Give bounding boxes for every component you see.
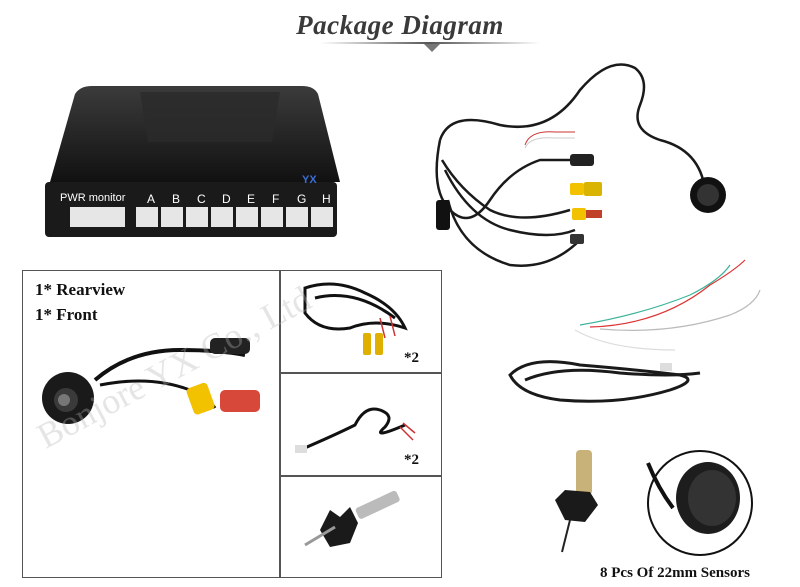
rca-cable-illustration (303, 282, 408, 355)
title-divider-arrow (424, 44, 440, 52)
sensor-closeup (646, 450, 753, 556)
title-divider (320, 42, 540, 44)
extension-cable-illustration (295, 407, 416, 453)
drill-bit-panel (280, 476, 442, 578)
camera-panel (22, 270, 280, 578)
port-d: D (222, 192, 231, 206)
sensor-extension-cables (508, 259, 761, 403)
drill-bit-illustration (304, 490, 400, 547)
port-a: A (147, 192, 156, 206)
sensor-caption: 8 Pcs Of 22mm Sensors (600, 565, 750, 581)
port-h: H (322, 192, 331, 206)
controller-logo: YX (302, 174, 317, 186)
port-b: B (172, 192, 181, 206)
camera-panel-rearview-label: 1* Rearview (35, 280, 126, 299)
camera-panel-front-label: 1* Front (35, 305, 98, 324)
controller-panel-label: PWR monitor (60, 192, 126, 204)
controller-unit (45, 86, 340, 237)
port-f: F (272, 192, 280, 206)
port-g: G (297, 192, 307, 206)
extension-cable-panel (280, 373, 442, 476)
camera-illustration (42, 338, 260, 424)
port-e: E (247, 192, 256, 206)
page-title: Package Diagram (296, 10, 504, 40)
power-harness (435, 63, 726, 267)
rca-cable-quantity: *2 (404, 350, 419, 366)
sensor-drill-bit (555, 450, 598, 553)
extension-cable-quantity: *2 (404, 452, 419, 468)
controller-port-labels: A B C D E F G H (147, 192, 347, 206)
port-c: C (197, 192, 206, 206)
